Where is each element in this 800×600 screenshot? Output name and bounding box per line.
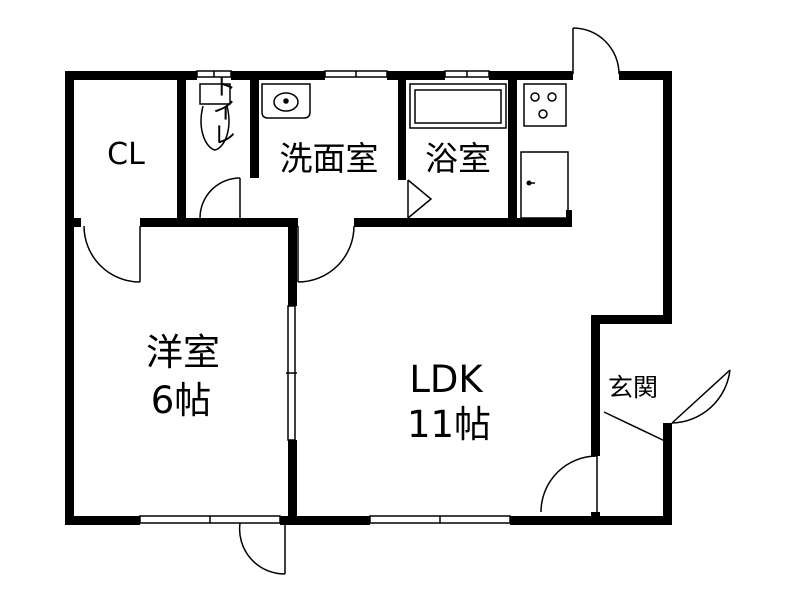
entrance-step — [603, 411, 668, 443]
ldk-door — [297, 225, 355, 283]
room-label-bathroom: 浴室 — [425, 139, 491, 178]
bathroom-door — [407, 179, 433, 219]
toilet-fixture — [199, 83, 231, 151]
washbasin — [261, 83, 311, 119]
entrance-front-door — [671, 369, 731, 424]
room-label-western-name: 洋室 — [146, 331, 220, 374]
sliding-partition — [286, 305, 297, 441]
room-label-ldk-name: LDK — [409, 358, 484, 401]
kitchen-sink — [520, 151, 569, 219]
room-label-closet: CL — [107, 137, 145, 172]
exterior-door-top — [572, 27, 620, 75]
window-ldk — [369, 515, 511, 524]
stove — [523, 83, 567, 127]
walls — [65, 71, 672, 525]
room-label-western-size: 6帖 — [151, 379, 212, 422]
bathtub — [409, 83, 507, 129]
toilet-door — [199, 177, 241, 219]
entrance-inner-door — [540, 455, 598, 513]
room-label-entrance: 玄関 — [608, 373, 658, 402]
window-western-room — [139, 515, 281, 524]
exterior-door-bottom — [238, 522, 286, 575]
window-bathroom — [444, 70, 490, 78]
window-washroom — [324, 70, 388, 78]
room-label-washroom: 洗面室 — [280, 139, 379, 178]
room-label-ldk-size: 11帖 — [407, 403, 491, 446]
room-label-toilet: トイレ — [208, 74, 236, 146]
western-room-door — [83, 225, 141, 283]
